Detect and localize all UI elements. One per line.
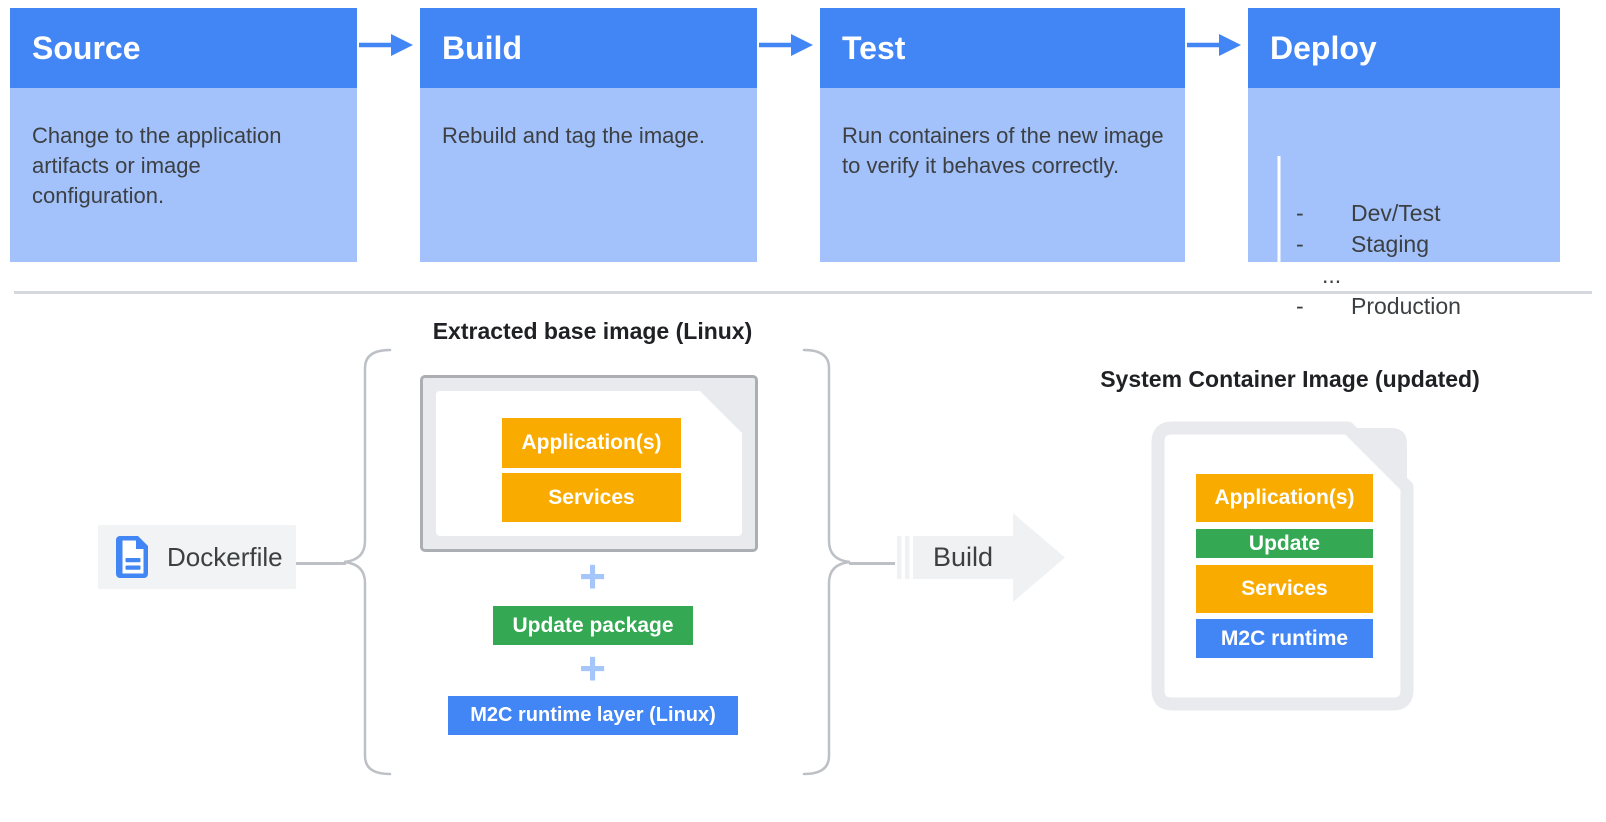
deploy-target-row: - Staging xyxy=(1296,229,1554,260)
stage-title-build: Build xyxy=(420,8,757,88)
stage-card-test: Test Run containers of the new image to … xyxy=(820,8,1185,262)
layer-bar-applications: Application(s) xyxy=(1196,474,1373,522)
deploy-target-list: - Dev/Test - Staging ... - Production xyxy=(1296,198,1554,322)
right-arrow-icon xyxy=(759,34,813,56)
deploy-bullet: - xyxy=(1296,231,1304,257)
deploy-bullet: - xyxy=(1296,293,1304,319)
right-arrow-icon xyxy=(1187,34,1241,56)
deploy-target-row: ... xyxy=(1296,260,1554,291)
stage-title-deploy: Deploy xyxy=(1248,8,1560,88)
deploy-bullet: - xyxy=(1296,200,1304,226)
deploy-target-row: - Dev/Test xyxy=(1296,198,1554,229)
m2c-runtime-layer-box: M2C runtime layer (Linux) xyxy=(448,696,738,735)
right-brace-icon xyxy=(802,348,851,776)
dockerfile-chip: Dockerfile xyxy=(98,525,296,589)
big-right-arrow-icon xyxy=(897,513,1065,602)
stage-card-build: Build Rebuild and tag the image. xyxy=(420,8,757,262)
extracted-base-image-doc: Application(s) Services xyxy=(420,375,758,552)
deploy-bullet xyxy=(1296,260,1322,291)
dockerfile-connector-line xyxy=(294,562,346,565)
layer-bar-services: Services xyxy=(1196,565,1373,613)
update-package-box: Update package xyxy=(493,606,693,645)
build-arrow-label: Build xyxy=(932,542,994,572)
deploy-target-label: Staging xyxy=(1351,231,1430,257)
plus-icon: + xyxy=(579,642,606,694)
stage-description-build: Rebuild and tag the image. xyxy=(420,88,757,262)
plus-icon: + xyxy=(579,550,606,602)
layer-bar-applications: Application(s) xyxy=(502,418,681,468)
stage-description-source: Change to the application artifacts or i… xyxy=(10,88,357,262)
system-container-image-title: System Container Image (updated) xyxy=(1100,366,1480,392)
system-container-image-doc: Application(s) Update Services M2C runti… xyxy=(1150,420,1415,712)
down-arrow-icon xyxy=(1272,156,1286,322)
layer-bar-services: Services xyxy=(502,473,681,522)
stage-card-deploy: Deploy - Dev/Test - Staging ... xyxy=(1248,8,1560,322)
deploy-target-row: - Production xyxy=(1296,291,1554,322)
document-icon xyxy=(116,536,148,578)
layer-bar-update: Update xyxy=(1196,529,1373,558)
right-arrow-icon xyxy=(359,34,413,56)
deploy-target-label: ... xyxy=(1322,262,1342,288)
layer-bar-m2c-runtime: M2C runtime xyxy=(1196,619,1373,658)
stage-body-deploy: - Dev/Test - Staging ... - Production xyxy=(1248,88,1560,322)
extracted-base-image-title: Extracted base image (Linux) xyxy=(432,318,753,344)
build-arrow: Build xyxy=(893,510,1068,605)
stage-description-test: Run containers of the new image to verif… xyxy=(820,88,1185,262)
left-brace-icon xyxy=(343,348,392,776)
deploy-target-label: Dev/Test xyxy=(1351,200,1441,226)
section-divider xyxy=(14,291,1592,294)
deploy-target-label: Production xyxy=(1351,293,1461,319)
build-connector-line xyxy=(849,562,895,565)
stage-title-source: Source xyxy=(10,8,357,88)
stage-title-test: Test xyxy=(820,8,1185,88)
stage-card-source: Source Change to the application artifac… xyxy=(10,8,357,262)
dockerfile-label: Dockerfile xyxy=(167,541,283,572)
